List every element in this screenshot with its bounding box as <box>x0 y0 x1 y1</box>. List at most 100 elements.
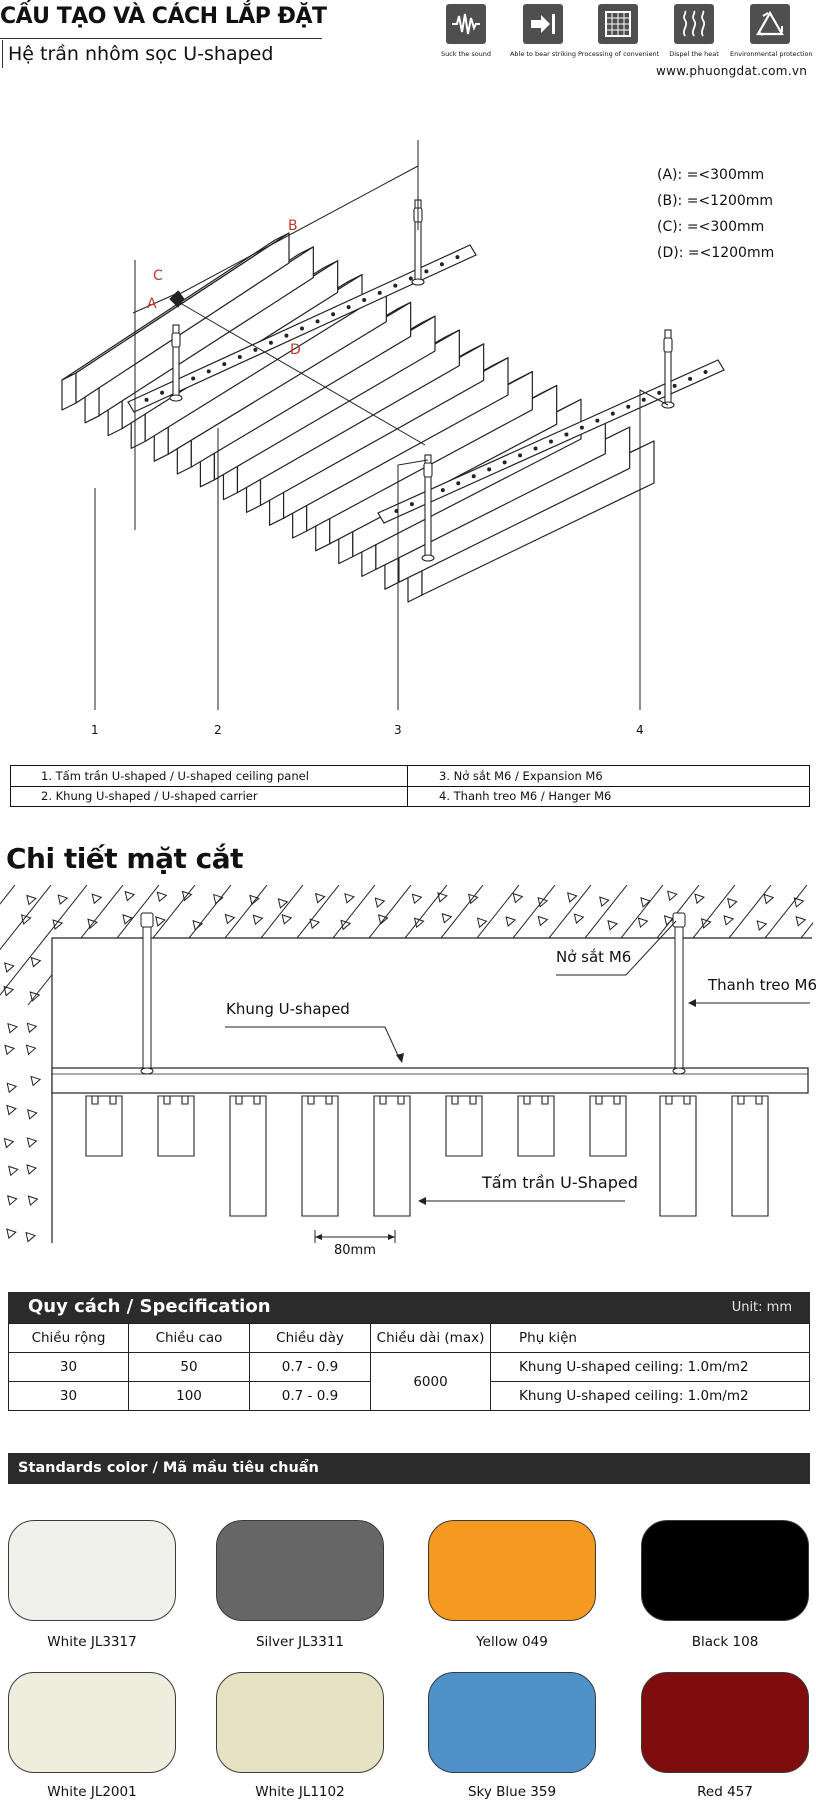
hanger-nut <box>411 278 425 286</box>
hatch-line <box>27 885 124 1006</box>
hatch-line <box>351 885 448 1006</box>
part-number-4: 4 <box>636 723 644 737</box>
hatch-triangle <box>637 917 649 929</box>
section-hanger-left <box>140 912 154 1075</box>
hatch-triangle <box>344 893 355 904</box>
feature-label: Able to bear striking <box>509 50 577 58</box>
color-swatch-yellow-049 <box>428 1520 596 1621</box>
feature-label: Dispel the heat <box>669 50 719 58</box>
spec-cell: 50 <box>128 1352 250 1382</box>
carrier-hole <box>502 460 507 465</box>
hatch-line <box>0 885 52 1006</box>
carrier-hole <box>300 326 305 331</box>
recycle-icon <box>750 4 790 44</box>
hatch-triangle <box>181 890 193 902</box>
hatch-line <box>0 885 88 1006</box>
section-panel <box>229 1095 267 1217</box>
spec-cell: 0.7 - 0.9 <box>249 1381 371 1411</box>
part-number-3: 3 <box>394 723 402 737</box>
section-panel <box>659 1095 697 1217</box>
callout-expansion: Nở sắt M6 <box>556 948 632 966</box>
section-panel <box>731 1095 769 1217</box>
expansion-anchor <box>171 332 181 348</box>
spec-cell: 100 <box>128 1381 250 1411</box>
hatch-triangle <box>8 1165 19 1177</box>
dimension-label-b: B <box>288 218 298 234</box>
hatch-triangle <box>57 894 69 905</box>
hatch-triangle <box>7 1022 18 1034</box>
carrier-hole <box>191 376 196 381</box>
section-panel <box>301 1095 339 1217</box>
carrier-hole <box>672 383 677 388</box>
grid-panel-icon <box>598 4 638 44</box>
hatch-triangle <box>573 913 585 924</box>
section-title: Chi tiết mặt cắt <box>6 842 244 875</box>
hatch-triangle <box>27 1195 39 1207</box>
color-name: Sky Blue 359 <box>467 1784 557 1800</box>
section-panel <box>85 1095 123 1157</box>
hatch-triangle <box>122 914 133 925</box>
carrier-hole <box>579 425 584 430</box>
hatch-triangle <box>4 1044 16 1056</box>
page-subtitle: Hệ trần nhôm sọc U-shaped <box>2 40 273 68</box>
hatch-triangle <box>467 893 479 905</box>
callout-hanger: Thanh treo M6 <box>708 976 816 994</box>
section-panel <box>373 1095 411 1217</box>
hatch-triangle <box>252 914 264 926</box>
hatch-triangle <box>411 893 423 905</box>
part-1-label: 1. Tấm trần U-shaped / U-shaped ceiling … <box>41 769 309 783</box>
feature-sound: Suck the sound <box>426 4 506 58</box>
ceiling-carriers <box>127 244 725 524</box>
spec-cell: Khung U-shaped ceiling: 1.0m/m2 <box>490 1381 810 1411</box>
hatch-line <box>531 885 628 1006</box>
hatch-triangle <box>694 893 706 905</box>
hanger-nut <box>169 394 183 402</box>
hatch-triangle <box>441 912 453 924</box>
spec-unit: Unit: mm <box>731 1300 792 1315</box>
feature-strike: Able to bear striking <box>503 4 583 58</box>
hatch-triangle <box>795 915 807 927</box>
carrier-hole <box>394 509 399 514</box>
hatch-triangle <box>663 915 675 926</box>
hatch-triangle <box>26 894 37 906</box>
hatch-line <box>459 885 556 1006</box>
hatch-triangle <box>281 914 293 925</box>
panel-side <box>75 232 290 404</box>
hatch-triangle <box>700 918 712 929</box>
dimension-label-a: A <box>147 296 157 312</box>
hatch-triangle <box>476 917 488 929</box>
spec-cell: 30 <box>8 1352 129 1382</box>
carrier-hole <box>487 467 492 472</box>
color-name: White JL1102 <box>255 1784 345 1800</box>
hatch-triangle <box>340 919 352 931</box>
hatch-triangle <box>374 897 386 908</box>
leader-lines <box>94 389 669 710</box>
hatch-triangle <box>437 892 448 903</box>
carrier-hole <box>456 481 461 486</box>
feature-label: Suck the sound <box>440 50 492 58</box>
feature-processing: Processing of convenient <box>578 4 659 58</box>
spec-col-header: Chiều dày <box>249 1323 371 1353</box>
section-hanger-right <box>672 912 686 1075</box>
hatch-triangle <box>25 1044 37 1056</box>
hatch-triangle <box>30 956 42 968</box>
feature-label: Environmental protection <box>730 50 813 58</box>
color-swatch-white-jl3317 <box>8 1520 176 1621</box>
carrier-hole <box>440 488 445 493</box>
section-diagram <box>0 885 816 1243</box>
color-name: Silver JL3311 <box>255 1634 345 1650</box>
hatch-line <box>387 885 484 1006</box>
carrier-hole <box>657 390 662 395</box>
hatch-triangle <box>277 898 289 909</box>
feature-heat: Dispel the heat <box>654 4 734 58</box>
dimension-note-b: (B): =<1200mm <box>657 193 774 209</box>
carrier-hole <box>268 340 273 345</box>
carrier-hole <box>222 362 227 367</box>
hatch-triangle <box>26 1022 38 1034</box>
strike-arrow-icon <box>523 4 563 44</box>
dimension-note-a: (A): =<300mm <box>657 167 765 183</box>
carrier-hole <box>471 474 476 479</box>
dimension-note-c: (C): =<300mm <box>657 219 765 235</box>
carrier-hole <box>315 319 320 324</box>
color-swatch-black-108 <box>641 1520 809 1621</box>
